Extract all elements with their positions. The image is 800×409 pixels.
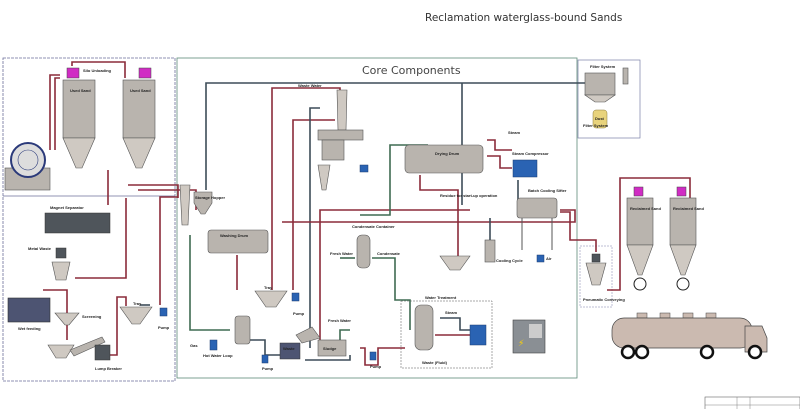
svg-text:Pump: Pump — [158, 325, 170, 330]
metal-waste-label: Metal Waste — [28, 246, 52, 251]
condensate-label: Condensate — [377, 251, 401, 256]
screening-label: Screening — [82, 314, 102, 319]
svg-text:Batch Cooling Sifter: Batch Cooling Sifter — [528, 188, 567, 193]
washing-drum[interactable]: Washing Drum — [207, 229, 269, 254]
lightning-icon: ⚡ — [518, 339, 524, 349]
svg-text:Storage Hopper: Storage Hopper — [195, 195, 225, 200]
svg-text:Magnet Separator: Magnet Separator — [50, 205, 84, 210]
filter-system[interactable]: Filter System Dust Filter System — [583, 64, 629, 129]
air-blower[interactable]: Air — [536, 254, 552, 263]
water-treatment-label: Water Treatment — [425, 295, 457, 300]
svg-text:Pump: Pump — [293, 311, 305, 316]
diagram-title: Reclamation waterglass-bound Sands — [425, 12, 622, 24]
pump-bottom-2[interactable]: Pump — [369, 351, 382, 369]
svg-text:Used Sand: Used Sand — [70, 88, 91, 93]
svg-text:Reclaimed Sand: Reclaimed Sand — [630, 206, 661, 211]
wet-feeding-label: Wet feeding — [18, 326, 41, 331]
svg-text:Dust: Dust — [595, 116, 605, 121]
cooling-cycle[interactable]: Cooling Cycle — [484, 239, 523, 263]
mill-cyclone[interactable] — [317, 89, 364, 191]
svg-text:Pump: Pump — [370, 364, 382, 369]
metal-bin[interactable] — [51, 247, 71, 281]
hot-water-tank[interactable] — [234, 315, 251, 345]
svg-text:Waste: Waste — [283, 346, 295, 351]
tanker-truck — [611, 312, 768, 360]
svg-text:Tray: Tray — [133, 301, 142, 306]
waste-water-label: Waste Water — [298, 83, 322, 88]
svg-text:Pump: Pump — [262, 366, 274, 371]
tray-pump-left[interactable]: Tray Pump — [119, 301, 170, 330]
sump-tray[interactable]: Tray Pump — [254, 285, 305, 316]
gas-label: Gas — [190, 343, 198, 348]
drying-drum[interactable]: Drying Drum — [404, 144, 484, 174]
svg-text:Hot Water Loop: Hot Water Loop — [203, 353, 233, 358]
cyclone-1[interactable] — [179, 184, 191, 226]
pump-bottom-1[interactable]: Pump — [261, 354, 274, 371]
svg-text:Tray: Tray — [264, 285, 273, 290]
svg-text:Lump Breaker: Lump Breaker — [95, 366, 122, 371]
filter-section-frame — [577, 59, 641, 139]
svg-text:Used Sand: Used Sand — [130, 88, 151, 93]
wet-feeding-hopper[interactable] — [7, 297, 51, 323]
water-treatment-frame — [400, 300, 493, 369]
water-treatment-compressor[interactable] — [469, 324, 487, 346]
core-section-title: Core Components — [362, 64, 461, 77]
cooler-drum[interactable] — [4, 142, 51, 191]
storage-hopper[interactable]: Storage Hopper — [193, 191, 225, 215]
svg-text:Air: Air — [546, 256, 552, 261]
waste-container[interactable]: Waste — [279, 342, 301, 360]
condensate-container[interactable]: Condensate Container — [352, 224, 395, 269]
steam-label: Steam — [508, 130, 520, 135]
waste-fluid-label: Waste (Fluid) — [422, 360, 448, 365]
hot-water-loop[interactable]: Hot Water Loop — [203, 339, 233, 358]
drawing-title-block — [704, 396, 800, 409]
screening-funnel[interactable] — [54, 312, 80, 326]
svg-text:Filter System: Filter System — [590, 64, 616, 69]
svg-text:Drying Drum: Drying Drum — [435, 151, 460, 156]
svg-text:Washing Drum: Washing Drum — [220, 233, 249, 238]
pump-motor[interactable] — [359, 164, 369, 173]
small-tray[interactable] — [439, 255, 471, 271]
used-sand-silo-1[interactable]: Used Sand — [62, 67, 96, 169]
svg-text:Pneumatic Conveying: Pneumatic Conveying — [583, 297, 625, 302]
svg-text:Filter System: Filter System — [583, 123, 609, 128]
svg-text:Reclaimed Sand: Reclaimed Sand — [673, 206, 704, 211]
used-sand-silo-2[interactable]: Used Sand — [122, 67, 156, 169]
control-cabinet[interactable]: ⚡ — [512, 319, 546, 354]
svg-text:Steam Compressor: Steam Compressor — [512, 151, 549, 156]
pneumatic-conveying[interactable]: Pneumatic Conveying — [583, 253, 625, 302]
core-section-frame — [176, 57, 578, 379]
batch-cooling-sifter[interactable]: Batch Cooling Sifter — [516, 188, 567, 250]
steam-wt-label: Steam — [445, 310, 457, 315]
water-treatment-vessel[interactable] — [414, 304, 434, 351]
sludge-conveyor[interactable]: Sludge — [295, 326, 347, 357]
steam-compressor[interactable]: Steam Compressor — [512, 151, 549, 178]
svg-text:Cooling Cycle: Cooling Cycle — [496, 258, 523, 263]
preparation-section-frame — [2, 57, 176, 382]
magnet-separator[interactable]: Magnet Separator — [44, 205, 111, 234]
fresh-water-label-2: Fresh Water — [328, 318, 351, 323]
silo-unloading-label: Silo Unloading — [83, 68, 112, 73]
svg-text:Condensate Container: Condensate Container — [352, 224, 395, 229]
lump-breaker[interactable]: Lump Breaker — [47, 336, 122, 371]
reclaimed-sand-silo-1[interactable]: Reclaimed Sand — [626, 186, 661, 291]
svg-text:Sludge: Sludge — [323, 346, 337, 351]
reclaimed-sand-silo-2[interactable]: Reclaimed Sand — [669, 186, 704, 291]
residue-label: Residue for start-up operation — [440, 193, 498, 198]
fresh-water-label-1: Fresh Water — [330, 251, 353, 256]
